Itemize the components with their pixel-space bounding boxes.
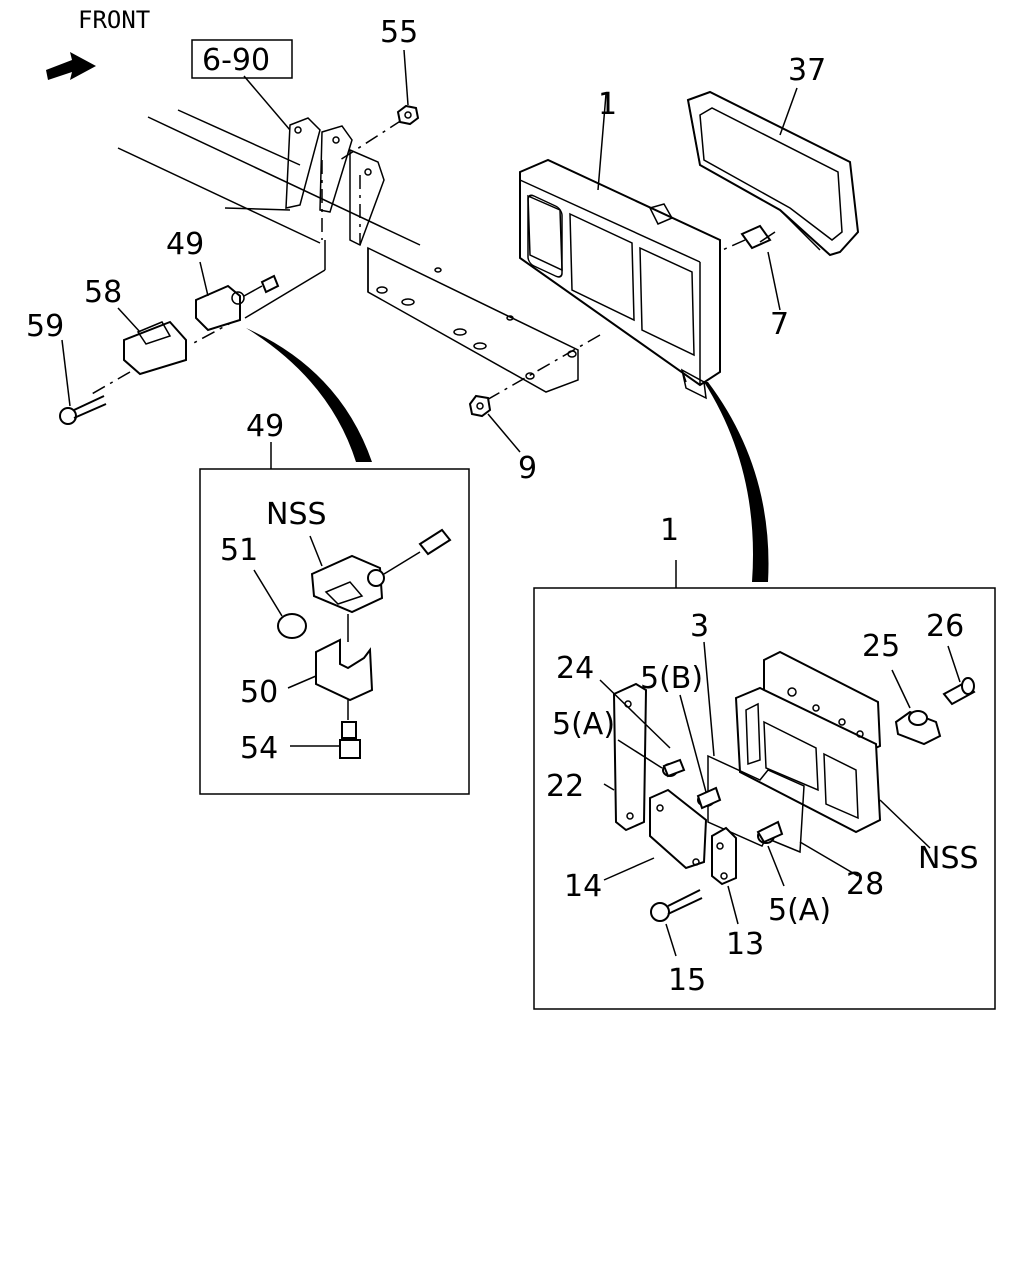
nut-55 xyxy=(396,104,420,126)
callout-24: 24 xyxy=(556,651,594,686)
callout-9: 9 xyxy=(518,451,537,486)
inset-49-ref: 49 xyxy=(246,409,284,444)
bulb-51 xyxy=(253,569,307,639)
front-arrow-icon xyxy=(46,52,96,80)
callout-28: 28 xyxy=(846,867,884,902)
callout-nss-right: NSS xyxy=(918,841,979,876)
callout-22: 22 xyxy=(546,769,584,804)
callout-1: 1 xyxy=(598,87,617,122)
housing-nss xyxy=(734,650,882,834)
callout-7: 7 xyxy=(770,307,789,342)
connector-25 xyxy=(891,669,942,746)
callout-25: 25 xyxy=(862,629,900,664)
callout-50: 50 xyxy=(240,675,278,710)
plate-13 xyxy=(711,826,737,886)
bracket-50 xyxy=(287,614,374,702)
cover-14 xyxy=(649,788,708,870)
pin-5a-bottom xyxy=(756,820,784,844)
bolt-7 xyxy=(740,224,776,250)
callout-55: 55 xyxy=(380,15,418,50)
switch-49 xyxy=(195,274,280,332)
cover-37 xyxy=(686,90,860,257)
inset-49-nss: NSS xyxy=(266,497,327,532)
callout-54: 54 xyxy=(240,731,278,766)
inset-1-ref: 1 xyxy=(660,513,679,548)
callout-59: 59 xyxy=(26,309,64,344)
front-label: FRONT xyxy=(78,6,150,34)
callout-5b: 5(B) xyxy=(640,661,703,696)
ref-box: 6-90 xyxy=(191,39,293,79)
inset-1-frame xyxy=(533,587,996,1010)
pin-5b xyxy=(696,786,722,810)
callout-13: 13 xyxy=(726,927,764,962)
cover-58 xyxy=(123,320,187,376)
callout-5a-bottom: 5(A) xyxy=(768,893,831,928)
ref-box-label: 6-90 xyxy=(202,43,270,78)
control-unit-1 xyxy=(519,158,721,400)
switch-assembly-nss xyxy=(309,528,452,614)
leader-lines-main xyxy=(61,49,798,453)
callout-26: 26 xyxy=(926,609,964,644)
callout-51: 51 xyxy=(220,533,258,568)
pointer-left xyxy=(246,328,372,462)
callout-15: 15 xyxy=(668,963,706,998)
screw-59 xyxy=(59,395,107,425)
callout-37: 37 xyxy=(788,53,826,88)
plate-22 xyxy=(612,682,648,832)
screw-15 xyxy=(650,889,703,922)
inset-49-frame xyxy=(199,468,470,795)
callout-49: 49 xyxy=(166,227,204,262)
nut-9 xyxy=(468,394,492,418)
frame-rails xyxy=(117,109,579,393)
callout-58: 58 xyxy=(84,275,122,310)
callout-14: 14 xyxy=(564,869,602,904)
leader-lines-right xyxy=(599,641,931,957)
bolt-54 xyxy=(290,700,361,759)
callout-3: 3 xyxy=(690,609,709,644)
pin-5a-top xyxy=(662,758,686,778)
bolt-26 xyxy=(942,645,976,706)
pointer-right xyxy=(704,382,769,582)
callout-5a-top: 5(A) xyxy=(552,707,615,742)
